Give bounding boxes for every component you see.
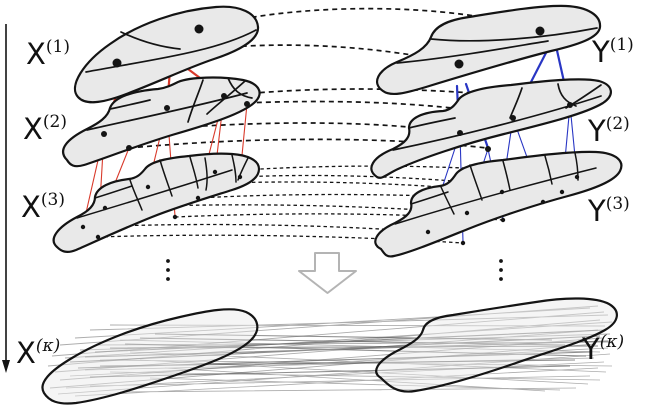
x3-blob: [52, 152, 261, 253]
label-x2-base: X: [23, 112, 43, 146]
x1-partition-line: [120, 31, 181, 50]
label-x2-sup: (2): [43, 112, 67, 132]
y3-partition-line: [469, 164, 483, 201]
y1-partition-line: [430, 27, 598, 42]
label-y1-sup: (1): [610, 35, 634, 55]
label-y2-sup: (2): [606, 114, 630, 134]
dense-correspondence-bundle: [47, 305, 613, 397]
x-sample-points: [80, 24, 250, 240]
y3-partition-line: [394, 167, 597, 225]
x-level-3-region: [52, 152, 261, 253]
y-level-2-region: [370, 78, 612, 179]
y3-partition-line: [544, 155, 553, 185]
scale-axis-arrowhead-icon: [2, 360, 10, 373]
y2-partition-line: [557, 83, 577, 107]
x2-partition-line: [109, 99, 151, 110]
label-x-kappa-base: X: [16, 336, 36, 370]
y2-blob: [370, 78, 612, 179]
label-y3: Y(3): [587, 194, 630, 228]
x3-partition-line: [204, 157, 208, 191]
label-y2-base: Y: [587, 114, 606, 148]
label-y2: Y(2): [587, 114, 630, 148]
y3-partition-line: [502, 160, 511, 191]
x2-blob: [62, 76, 261, 168]
y3-partition-line: [440, 186, 455, 215]
label-y1: Y(1): [591, 35, 634, 69]
refinement-block-arrow-icon: [298, 252, 357, 294]
label-x1-sup: (1): [46, 37, 70, 57]
x-regions-fill: [52, 5, 261, 253]
bundle-lines: [69, 329, 609, 378]
x1-blob: [73, 5, 260, 104]
label-x2: X(2): [23, 112, 67, 146]
label-y-kappa-base: Y: [581, 332, 600, 366]
label-x-kappa: X(κ): [16, 336, 60, 370]
scale-axis-arrow-icon: [2, 24, 10, 373]
bundle-lines: [47, 305, 613, 389]
x3-partition-line: [129, 179, 143, 211]
x3-partition-line: [159, 159, 173, 197]
y2-partition-line: [392, 95, 602, 151]
x3-partition-line: [231, 154, 237, 183]
correspondence-curve: [82, 223, 429, 233]
x-kappa-blob: [41, 308, 259, 405]
label-x3: X(3): [21, 190, 65, 224]
vertical-ellipsis-y-icon: [499, 259, 503, 281]
x2-partition-line: [227, 77, 253, 99]
label-x1: X(1): [26, 37, 70, 71]
correspondence-curve: [197, 193, 544, 203]
vertical-ellipsis-x-icon: [166, 259, 170, 281]
block-down-arrow: [298, 252, 357, 294]
x-level-1-region: [73, 5, 260, 104]
y2-partition-line: [509, 87, 523, 119]
y3-partition-line: [410, 191, 449, 205]
label-y-kappa-sup: (κ): [600, 332, 624, 352]
y-regions: [370, 4, 623, 258]
x1-partition-line: [85, 29, 257, 73]
y-kappa-blob: [375, 297, 618, 393]
x-regions: [52, 5, 261, 253]
y3-blob: [374, 150, 623, 258]
bundle-lines: [57, 339, 613, 397]
y1-partition-line: [396, 40, 549, 64]
label-y-kappa: Y(κ): [581, 332, 624, 366]
y-level-3-region: [374, 150, 623, 258]
x3-partition-line: [94, 185, 133, 199]
x-level-2-region: [62, 76, 261, 168]
x2-partition-line: [187, 79, 204, 123]
label-x3-base: X: [21, 190, 41, 224]
x3-partition-line: [76, 169, 233, 219]
label-x-kappa-sup: (κ): [36, 336, 60, 356]
label-y3-base: Y: [587, 194, 606, 228]
x2-partition-line: [86, 92, 248, 131]
x3-partition-line: [189, 156, 199, 189]
finest-regions: [41, 297, 618, 405]
y-sample-points: [425, 26, 580, 246]
y-level-1-region: [376, 4, 602, 96]
y-regions-fill: [370, 4, 623, 258]
label-x3-sup: (3): [41, 190, 65, 210]
y2-partition-line: [408, 117, 456, 129]
label-x1-base: X: [26, 37, 46, 71]
label-y1-base: Y: [591, 35, 610, 69]
label-y3-sup: (3): [606, 194, 630, 214]
